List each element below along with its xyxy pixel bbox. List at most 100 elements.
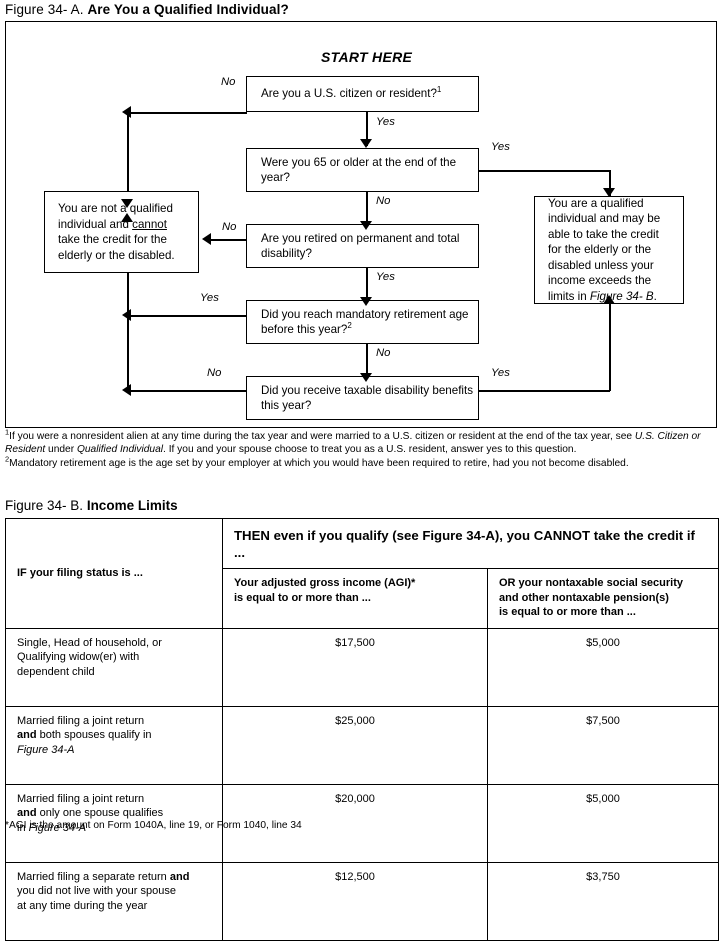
table-header-nontaxable-line1: OR your nontaxable social security (499, 577, 684, 589)
decision-box-taxable-disability-benefits-text: Did you receive taxable disability benef… (261, 383, 474, 413)
table-row: Married filing a joint return and both s… (5, 705, 720, 785)
edge-q1-no-horizontal (128, 112, 247, 114)
edge-q1-yes-arrowhead (360, 139, 372, 148)
footnote-1-text-a: If you were a nonresident alien at any t… (9, 431, 635, 442)
decision-box-age-65[interactable]: Were you 65 or older at the end of the y… (246, 148, 479, 192)
outcome-not-qualified-line3: take the credit for the (58, 233, 167, 246)
edge-q5-yes-arrowhead (603, 295, 615, 304)
row-3-nontaxable: $3,750 (486, 861, 720, 941)
row-2-status-and: and (17, 807, 37, 820)
edge-left-riser (127, 222, 129, 391)
edge-label-q2-no: No (375, 195, 392, 207)
edge-label-q2-yes: Yes (490, 141, 511, 153)
outcome-qualified-line5: disabled unless your (548, 258, 654, 272)
edge-q1-no-vertical (127, 112, 129, 202)
decision-box-mandatory-retirement-text: Did you reach mandatory retirement age b… (261, 307, 469, 337)
edge-q2-no-vertical (366, 192, 368, 228)
row-1-status-line2: and both spouses qualify in (17, 728, 213, 743)
edge-q3-no-arrowhead (202, 233, 211, 245)
figure-a-footnotes: 1If you were a nonresident alien at any … (5, 428, 720, 470)
edge-label-q4-no: No (375, 347, 392, 359)
row-0-agi: $17,500 (222, 627, 488, 707)
edge-label-q3-yes: Yes (375, 271, 396, 283)
edge-label-q4-yes: Yes (199, 292, 220, 304)
outcome-qualified-figure-ref: Figure 34- B (589, 289, 654, 303)
row-0-nontaxable: $5,000 (486, 627, 720, 707)
row-2-status-line3-a: in (17, 821, 29, 834)
footnote-marker-2: 2 (347, 321, 352, 331)
table-header-agi: Your adjusted gross income (AGI)* is equ… (222, 568, 488, 629)
outcome-box-qualified[interactable]: You are a qualified individual and may b… (534, 196, 684, 304)
figure-b-title: Figure 34- B. Income Limits (5, 498, 178, 513)
footnote-1: 1If you were a nonresident alien at any … (5, 428, 720, 457)
outcome-not-qualified-line4: elderly or the disabled. (58, 248, 175, 262)
outcome-qualified-line7-a: limits in (548, 289, 590, 303)
decision-box-citizen-text: Are you a U.S. citizen or resident? (261, 87, 437, 101)
edge-label-q1-yes: Yes (375, 116, 396, 128)
table-header-nontaxable-line2: and other nontaxable pension(s) (499, 591, 669, 604)
row-1-agi: $25,000 (222, 705, 488, 785)
outcome-not-qualified-line2-a: individual and (58, 217, 133, 231)
row-3-agi: $12,500 (222, 861, 488, 941)
edge-q3-yes-arrowhead (360, 297, 372, 306)
edge-q2-no-arrowhead (360, 221, 372, 230)
table-header-agi-line2: is equal to or more than ... (234, 591, 371, 604)
income-limits-table: IF your filing status is ... THEN even i… (5, 518, 720, 941)
edge-q5-yes-vertical (609, 304, 611, 391)
row-3-status-and: and (169, 870, 190, 883)
figure-a-name: Are You a Qualified Individual? (87, 2, 289, 17)
outcome-qualified-line7: limits in Figure 34- B. (548, 289, 683, 305)
edge-q1-no-corner-arrow (122, 106, 131, 118)
outcome-not-qualified-line2: individual and cannot (58, 217, 198, 233)
table-footnote: *AGI is the amount on Form 1040A, line 1… (5, 820, 302, 831)
table-row: Married filing a separate return and you… (5, 861, 720, 941)
row-1-status-line3: Figure 34-A (17, 743, 213, 758)
row-2-status-line1: Married filing a joint return (17, 792, 145, 805)
edge-q3-yes-vertical (366, 268, 368, 304)
edge-q5-no-horizontal (128, 390, 251, 392)
row-3-status-line3: at any time during the year (17, 899, 148, 912)
flowchart-frame: START HERE No Yes Yes No No Yes Yes No N… (5, 21, 717, 428)
row-2-status-line3: in Figure 34-A (17, 821, 213, 836)
edge-q2-yes-vertical (609, 170, 611, 196)
table-header-row-top: IF your filing status is ... THEN even i… (5, 518, 720, 629)
outcome-qualified-line4: for the elderly or the (548, 243, 652, 257)
figure-a-label: Figure 34- A. (5, 2, 84, 17)
table-header-filing-status: IF your filing status is ... (5, 518, 223, 629)
row-0-status: Single, Head of household, or Qualifying… (5, 627, 223, 707)
decision-box-retired-disability-text: Are you retired on permanent and total d… (261, 231, 460, 261)
decision-box-citizen[interactable]: Are you a U.S. citizen or resident?1 (246, 76, 479, 112)
row-3-status: Married filing a separate return and you… (5, 861, 223, 941)
edge-q2-yes-arrowhead (603, 188, 615, 197)
table-header-nontaxable-line3: is equal to or more than ... (499, 606, 636, 619)
footnote-marker-1: 1 (436, 85, 442, 95)
figure-b-label: Figure 34- B. (5, 498, 84, 513)
edge-q3-no-horizontal (209, 239, 251, 241)
decision-box-retired-disability[interactable]: Are you retired on permanent and total d… (246, 224, 479, 268)
table-row: Single, Head of household, or Qualifying… (5, 627, 720, 707)
row-1-status: Married filing a joint return and both s… (5, 705, 223, 785)
edge-q2-yes-horizontal (479, 170, 610, 172)
outcome-qualified-line2: individual and may be (548, 212, 661, 226)
decision-box-age-65-text: Were you 65 or older at the end of the y… (261, 155, 457, 185)
footnote-1-italic-1: U.S. Citizen or Resident (5, 431, 701, 456)
row-3-status-line1-a: Married filing a separate return (17, 870, 170, 883)
footnote-2-marker: 2 (5, 454, 10, 464)
outcome-qualified-line7-c: . (653, 289, 657, 303)
edge-label-q5-no: No (206, 367, 223, 379)
edge-label-q1-no: No (220, 76, 237, 88)
footnote-1-text-c: . If you and your spouse choose to treat… (163, 444, 577, 456)
outcome-qualified-line3: able to take the credit (548, 227, 659, 241)
edge-q5-no-arrowhead (122, 384, 131, 396)
edge-q1-yes-vertical (366, 111, 368, 146)
footnote-2: 2Mandatory retirement age is the age set… (5, 454, 720, 470)
row-1-status-line2-rest: both spouses qualify in (36, 729, 152, 742)
start-here-label: START HERE (321, 49, 413, 65)
edge-q4-no-vertical (366, 344, 368, 380)
decision-box-taxable-disability-benefits[interactable]: Did you receive taxable disability benef… (246, 376, 479, 420)
edge-q5-yes-horizontal (479, 390, 610, 392)
decision-box-mandatory-retirement[interactable]: Did you reach mandatory retirement age b… (246, 300, 479, 344)
table-header-then-cannot: THEN even if you qualify (see Figure 34-… (221, 518, 720, 569)
edge-q4-yes-horizontal (128, 315, 251, 317)
row-2-status-line2-rest: only one spouse qualifies (36, 807, 164, 820)
